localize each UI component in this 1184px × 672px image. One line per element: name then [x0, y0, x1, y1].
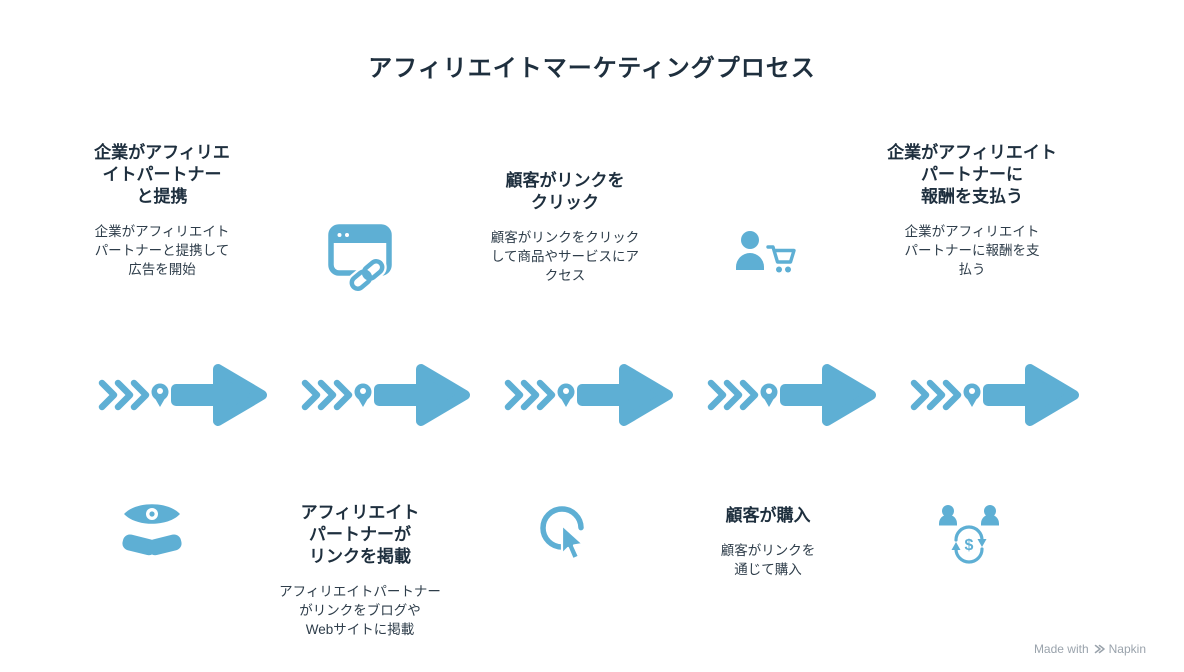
watermark-prefix: Made with [1033, 642, 1089, 656]
step-5-text-block: 企業がアフィリエイト パートナーに 報酬を支払う 企業がアフィリエイト パートナ… [862, 142, 1082, 279]
diagram-title: アフィリエイトマーケティングプロセス [368, 55, 816, 82]
flow-arrow [908, 347, 1088, 443]
step-2-description: アフィリエイトパートナー がリンクをブログや Webサイトに掲載 [279, 584, 441, 637]
eye-handshake-icon [122, 504, 182, 556]
step-3-text-block: 顧客がリンクを クリック 顧客がリンクをクリック して商品やサービスにア クセス [455, 170, 675, 285]
person-cart-icon [736, 231, 796, 273]
step-2-title: アフィリエイト パートナーが リンクを掲載 [300, 503, 420, 566]
step-1-title: 企業がアフィリエ イトパートナー と提携 [94, 143, 230, 206]
svg-text:$: $ [965, 537, 974, 554]
step-1-description: 企業がアフィリエイト パートナーと提携して 広告を開始 [94, 224, 230, 277]
step-4-text-block: 顧客が購入 顧客がリンクを 通じて購入 [658, 505, 878, 579]
flow-arrow [96, 347, 276, 443]
flow-arrow [299, 347, 479, 443]
flow-arrow [705, 347, 885, 443]
step-5-description: 企業がアフィリエイト パートナーに報酬を支 払う [904, 224, 1040, 277]
step-4-title: 顧客が購入 [725, 506, 811, 525]
step-2-text-block: アフィリエイト パートナーが リンクを掲載 アフィリエイトパートナー がリンクを… [250, 502, 470, 639]
cursor-click-icon [540, 506, 585, 561]
napkin-logo-icon [1094, 644, 1105, 654]
step-3-title: 顧客がリンクを クリック [505, 171, 625, 212]
step-5-title: 企業がアフィリエイト パートナーに 報酬を支払う [887, 143, 1057, 206]
people-money-exchange-icon: $ [939, 505, 999, 564]
napkin-watermark-link[interactable]: Made with Napkin [1034, 642, 1146, 656]
browser-link-icon [328, 224, 392, 292]
step-1-text-block: 企業がアフィリエ イトパートナー と提携 企業がアフィリエイト パートナーと提携… [52, 142, 272, 279]
step-4-description: 顧客がリンクを 通じて購入 [720, 543, 816, 577]
flow-arrow [502, 347, 682, 443]
step-3-description: 顧客がリンクをクリック して商品やサービスにア クセス [490, 230, 640, 283]
watermark-brand: Napkin [1108, 642, 1146, 656]
process-flow-arrows [96, 347, 1088, 443]
